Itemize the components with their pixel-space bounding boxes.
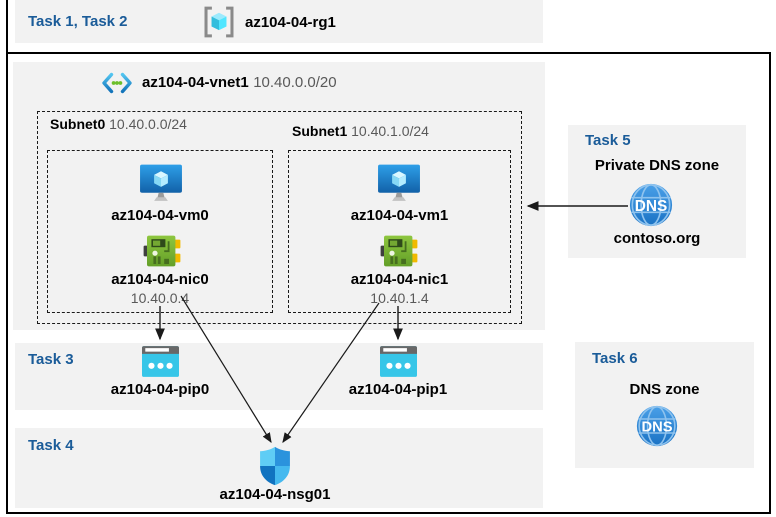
subnet0-label: Subnet0 10.40.0.0/24 xyxy=(50,116,187,132)
task-6-box xyxy=(575,342,754,468)
vnet-name: az104-04-vnet1 xyxy=(142,74,249,91)
private-dns-icon: DNS xyxy=(629,183,673,227)
task-3-band xyxy=(15,343,543,410)
private-dns-icon-text: DNS xyxy=(635,198,668,215)
subnet1-name: Subnet1 xyxy=(292,123,348,139)
pip1-label: az104-04-pip1 xyxy=(348,381,448,398)
pip0-icon xyxy=(142,346,179,377)
subnet0-cidr: 10.40.0.0/24 xyxy=(109,116,187,132)
nic1-icon xyxy=(380,235,418,267)
resource-group-icon xyxy=(204,6,234,38)
task-5-label: Task 5 xyxy=(585,132,631,149)
resource-group-box xyxy=(6,52,771,514)
task-6-label: Task 6 xyxy=(592,350,638,367)
task-3-label: Task 3 xyxy=(28,351,74,368)
subnet0-name: Subnet0 xyxy=(50,116,106,132)
nsg-icon xyxy=(260,446,290,486)
resource-group-header: az104-04-rg1 xyxy=(202,6,336,38)
vm1-label: az104-04-vm1 xyxy=(350,207,449,224)
resource-group-name: az104-04-rg1 xyxy=(245,13,336,31)
vnet-box xyxy=(13,62,545,330)
left-border-segment xyxy=(6,0,8,52)
subnets-container xyxy=(37,111,522,324)
subnet1-label: Subnet1 10.40.1.0/24 xyxy=(292,123,429,139)
nsg-label: az104-04-nsg01 xyxy=(219,486,331,503)
subnet1-box xyxy=(288,150,511,313)
nic1-label: az104-04-nic1 xyxy=(350,271,449,288)
pip1-icon xyxy=(380,346,417,377)
nic0-label: az104-04-nic0 xyxy=(111,271,209,288)
nic0-icon xyxy=(143,235,181,267)
pip0-label: az104-04-pip0 xyxy=(110,381,210,398)
vm1-icon xyxy=(378,164,420,201)
private-dns-zone-name: contoso.org xyxy=(613,230,701,247)
nic1-ip: 10.40.1.4 xyxy=(370,290,429,306)
task-1-2-band xyxy=(15,0,543,43)
vm0-label: az104-04-vm0 xyxy=(111,207,209,224)
private-dns-zone-title: Private DNS zone xyxy=(594,157,720,174)
nic0-ip: 10.40.0.4 xyxy=(130,290,190,306)
vnet-header: az104-04-vnet1 10.40.0.0/20 xyxy=(101,71,337,95)
dns-zone-title: DNS zone xyxy=(629,381,700,398)
vm0-icon xyxy=(140,164,182,201)
task-1-2-label: Task 1, Task 2 xyxy=(28,13,128,30)
virtual-network-icon xyxy=(102,72,132,94)
dns-zone-icon: DNS xyxy=(636,405,678,447)
subnet1-cidr: 10.40.1.0/24 xyxy=(351,123,429,139)
vnet-cidr: 10.40.0.0/20 xyxy=(253,74,337,91)
task-4-label: Task 4 xyxy=(28,437,74,454)
dns-zone-icon-text: DNS xyxy=(641,420,672,436)
